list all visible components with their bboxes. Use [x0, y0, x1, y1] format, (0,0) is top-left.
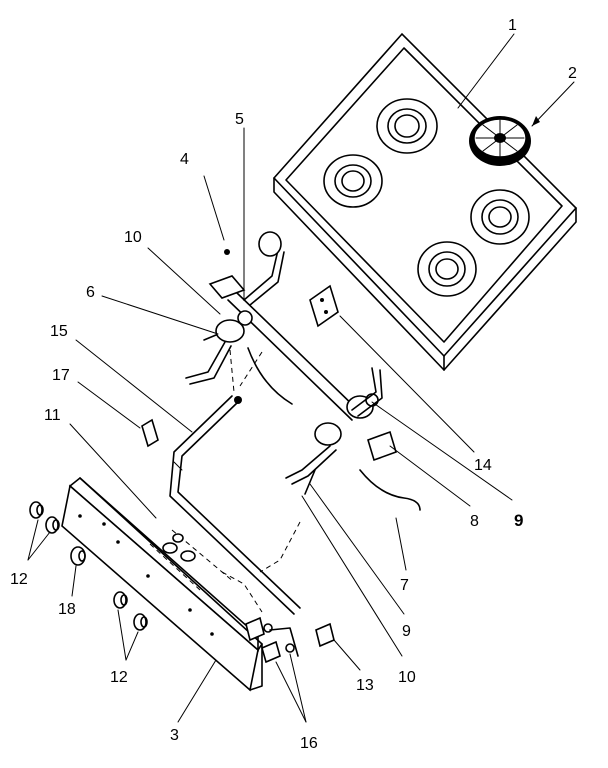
switch-assembly — [245, 616, 299, 664]
leader-lines — [27, 33, 575, 723]
callout-16: 16 — [300, 735, 318, 752]
bracket-part — [141, 418, 159, 448]
ignitor-wire — [359, 469, 421, 511]
callout-4: 4 — [180, 151, 189, 168]
callout-9-lower: 9 — [402, 623, 411, 640]
callout-3: 3 — [170, 727, 179, 744]
callout-9-right: 9 — [514, 511, 523, 530]
callout-13: 13 — [356, 677, 374, 694]
screw-part — [224, 249, 230, 255]
gas-supply-tube — [169, 395, 301, 615]
callout-8: 8 — [470, 513, 479, 530]
callout-12-left: 12 — [10, 571, 28, 588]
ignitor-switch — [309, 284, 339, 328]
burner-bowl-front-left — [323, 154, 383, 208]
callout-12-bottom: 12 — [110, 669, 128, 686]
callout-labels: 1 2 5 4 10 6 15 17 11 14 9 8 7 9 10 13 1… — [10, 17, 577, 752]
control-knob-right-rear — [113, 591, 128, 609]
callout-10-lower: 10 — [398, 669, 416, 686]
cooktop-top-panel — [272, 32, 578, 371]
callout-1: 1 — [508, 17, 517, 34]
gas-manifold-assembly — [185, 231, 397, 495]
callout-5: 5 — [235, 111, 244, 128]
valve-stem-group — [162, 533, 196, 562]
callout-17: 17 — [52, 367, 70, 384]
control-knob-left-rear — [29, 501, 44, 519]
burner-bowl-rear-left — [376, 98, 438, 154]
control-knob-left-front — [45, 516, 60, 534]
callout-2: 2 — [568, 65, 577, 82]
callout-14: 14 — [474, 457, 492, 474]
burner-bowl-front-right — [417, 241, 477, 297]
control-knob-right-front — [133, 613, 148, 631]
control-knob-oven — [70, 546, 86, 566]
callout-6: 6 — [86, 284, 95, 301]
callout-18: 18 — [58, 601, 76, 618]
switch-part-13 — [315, 622, 335, 648]
callout-11: 11 — [44, 407, 61, 424]
control-panel — [61, 476, 301, 692]
callout-15: 15 — [50, 323, 68, 340]
top-burner-head — [469, 116, 531, 166]
callout-7: 7 — [400, 577, 409, 594]
callout-10-upper: 10 — [124, 229, 142, 246]
burner-bowl-rear-right — [470, 189, 530, 245]
